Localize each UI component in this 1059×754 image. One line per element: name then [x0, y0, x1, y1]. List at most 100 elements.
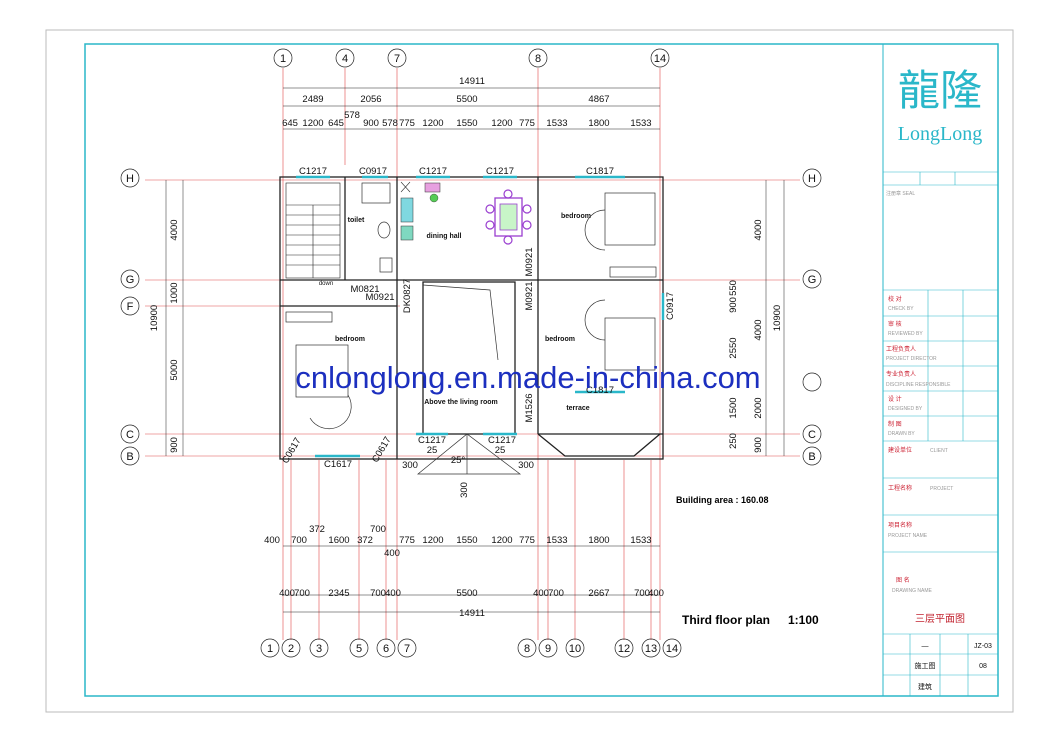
- tb-drawer: 制 图: [888, 420, 902, 428]
- dim-right: 900: [753, 437, 764, 453]
- axis-label-bottom: 2: [288, 643, 294, 655]
- dim-right: 2000: [753, 397, 764, 418]
- dim-top: 1533: [546, 118, 567, 129]
- beds: [285, 192, 657, 430]
- dim-top: 578: [382, 118, 398, 129]
- opening-label: C1217: [299, 166, 327, 177]
- dim-right: 4000: [753, 319, 764, 340]
- dim-bottom: 775: [399, 535, 415, 546]
- opening-label: M1526: [524, 393, 535, 422]
- axis-label-bottom: 12: [618, 643, 630, 655]
- tb-approver: 审 核: [888, 320, 902, 328]
- opening-label: C0917: [359, 166, 387, 177]
- axis-label-top-4: 4: [342, 53, 348, 65]
- opening-label: M0821: [350, 284, 379, 295]
- room-label-bedroom: bedroom: [545, 336, 575, 343]
- dim-bottom: 1550: [456, 535, 477, 546]
- dim-bottom: 1533: [546, 535, 567, 546]
- axis-label-bottom: 6: [383, 643, 389, 655]
- tb-drawing: 图 名: [896, 576, 910, 584]
- room-label-toilet: toilet: [348, 217, 365, 224]
- axis-label-left-C: C: [126, 429, 134, 441]
- dim-top: 645: [282, 118, 298, 129]
- dim-top: 4867: [588, 94, 609, 105]
- dim-bottom-372: 372: [309, 524, 325, 535]
- tb-client: 建设单位: [888, 446, 912, 454]
- axis-label-bottom: 14: [666, 643, 678, 655]
- tb-designer: 设 计: [888, 395, 902, 403]
- dim-top: 2489: [302, 94, 323, 105]
- opening-label: DK0827: [402, 279, 413, 313]
- roof-dim: 300: [459, 482, 470, 498]
- slope-label: 25°: [451, 455, 466, 466]
- dim-top: 645: [328, 118, 344, 129]
- tb-dash: —: [922, 643, 929, 650]
- dim-bottom2: 400: [648, 588, 664, 599]
- tb-client-en: CLIENT: [930, 448, 948, 454]
- axis-label-left-G: G: [126, 274, 135, 286]
- dim-bottom-700: 700: [370, 524, 386, 535]
- dim-top: 5500: [456, 94, 477, 105]
- opening-label: C0617: [370, 435, 394, 465]
- slope-label: 25: [495, 445, 506, 456]
- axis-label-bottom: 1: [267, 643, 273, 655]
- tb-item: 项目名称: [888, 521, 912, 529]
- dim-bottom2: 2667: [588, 588, 609, 599]
- dim-top: 1200: [491, 118, 512, 129]
- dim-bottom: 372: [357, 535, 373, 546]
- axis-label-right-G: G: [808, 274, 817, 286]
- opening-label: C1217: [418, 435, 446, 446]
- dining-table: [485, 189, 532, 245]
- walls: [279, 176, 664, 460]
- dim-top: 1200: [422, 118, 443, 129]
- dim-bottom2: 700: [294, 588, 310, 599]
- opening-label: C1617: [324, 459, 352, 470]
- dim-top: 1533: [630, 118, 651, 129]
- toilet-fixtures: [361, 182, 393, 273]
- tb-drawer-en: DRAWN BY: [888, 431, 915, 437]
- seal-label: 注册章 SEAL: [886, 190, 915, 197]
- watermark: cnlonglong.en.made-in-china.com: [295, 360, 760, 395]
- dim-bottom2: 400: [533, 588, 549, 599]
- room-label-dining: dining hall: [427, 233, 462, 240]
- axis-label-left-H: H: [126, 173, 134, 185]
- opening-label: C1217: [486, 166, 514, 177]
- dim-bottom2: 700: [548, 588, 564, 599]
- tb-proj-lead-en: PROJECT DIRECTOR: [886, 356, 937, 362]
- tb-spec-lead-en: DISCIPLINE RESPONSIBLE: [886, 382, 951, 388]
- axis-label-top-8: 8: [535, 53, 541, 65]
- tb-sheet-no: 08: [979, 663, 987, 670]
- tb-approver-en: REVIEWED BY: [888, 331, 923, 337]
- opening-label: C1817: [586, 385, 614, 396]
- dim-right-inner: 250: [728, 433, 739, 449]
- dim-top-578: 578: [344, 110, 360, 121]
- dim-bottom: 1200: [422, 535, 443, 546]
- dim-bottom2: 5500: [456, 588, 477, 599]
- dim-bottom2: 700: [634, 588, 650, 599]
- tb-item-en: PROJECT NAME: [888, 533, 928, 539]
- tb-discipline: 建筑: [918, 682, 932, 691]
- dim-bottom2: 2345: [328, 588, 349, 599]
- opening-label: C0617: [280, 436, 304, 466]
- entrance-roof: [417, 433, 522, 475]
- room-label-terrace: terrace: [566, 405, 589, 412]
- opening-label: C1817: [586, 166, 614, 177]
- dim-bottom: 400: [264, 535, 280, 546]
- dim-top: 775: [399, 118, 415, 129]
- tb-spec-lead: 专业负责人: [886, 370, 916, 378]
- roof-dim: 300: [518, 460, 534, 471]
- dim-right-inner: 1500: [728, 397, 739, 418]
- dim-left-total: 10900: [149, 305, 160, 331]
- axis-label-bottom: 7: [404, 643, 410, 655]
- axis-label-bottom: 8: [524, 643, 530, 655]
- opening-label: C1217: [419, 166, 447, 177]
- logo-chinese: 龍隆: [898, 66, 982, 115]
- dim-bottom: 700: [291, 535, 307, 546]
- slope-label: 25: [427, 445, 438, 456]
- tb-chinese-drawing-name: 三层平面图: [915, 613, 965, 625]
- opening-label: M0921: [365, 292, 394, 303]
- tb-reviewer: 校 对: [888, 295, 902, 303]
- axis-label-left-B: B: [126, 451, 133, 463]
- dim-top: 1550: [456, 118, 477, 129]
